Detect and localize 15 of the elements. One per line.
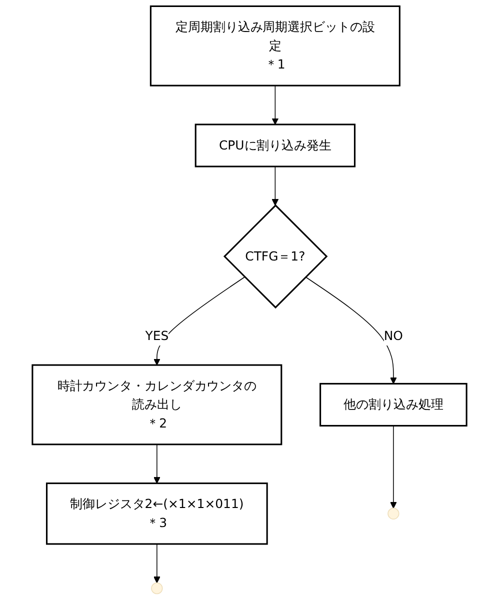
node-box: CPUに割り込み発生 (194, 124, 356, 168)
arrow (305, 276, 397, 384)
node-box: 他の割り込み処理 (320, 382, 468, 426)
arrow (154, 544, 160, 584)
node-box: 制御レジスタ2←(×1×1×011) ＊3 (46, 482, 268, 545)
arrow (154, 276, 246, 366)
arrow (154, 444, 160, 484)
edge-label: YES (145, 328, 169, 344)
arrow (390, 425, 397, 508)
node-box: 定周期割り込み周期選択ビットの設定 ＊1 (150, 5, 400, 86)
arrow (272, 166, 279, 206)
node-box: 時計カウンタ・カレンダカウンタの読み出し ＊2 (32, 364, 282, 446)
node-diamond: CTFG＝1? (223, 204, 328, 309)
edge-label: NO (384, 328, 403, 344)
arrow (272, 85, 279, 125)
